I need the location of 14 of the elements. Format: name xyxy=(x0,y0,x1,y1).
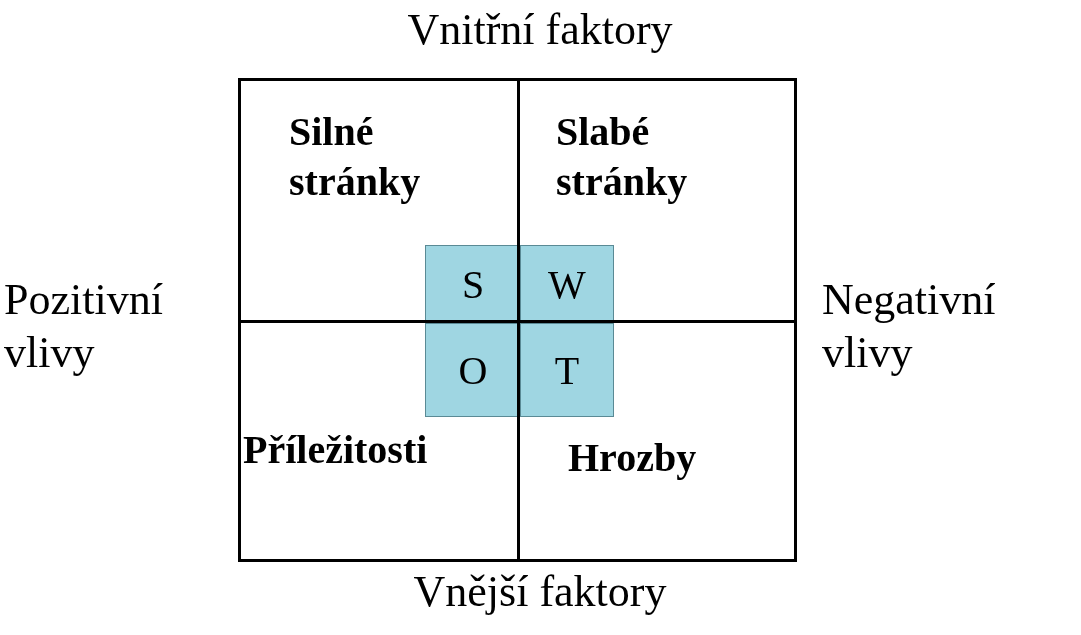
axis-label: Vnitřní faktory xyxy=(406,4,674,56)
quadrant-box xyxy=(238,320,520,562)
quadrant-box xyxy=(238,78,520,323)
letter-tile: W xyxy=(520,245,614,323)
quadrant-heading: Silné stránky xyxy=(289,108,422,206)
axis-label: Pozitivní vlivy xyxy=(4,274,164,379)
axis-label: Vnější faktory xyxy=(412,566,668,618)
axis-label: Negativní vlivy xyxy=(822,274,997,379)
quadrant-heading: Slabé stránky xyxy=(556,108,689,206)
quadrant-box xyxy=(517,320,797,562)
quadrant-box xyxy=(517,78,797,323)
quadrant-heading: Hrozby xyxy=(568,434,698,482)
quadrant-heading: Příležitosti xyxy=(243,426,429,474)
letter-tile: T xyxy=(520,323,614,417)
